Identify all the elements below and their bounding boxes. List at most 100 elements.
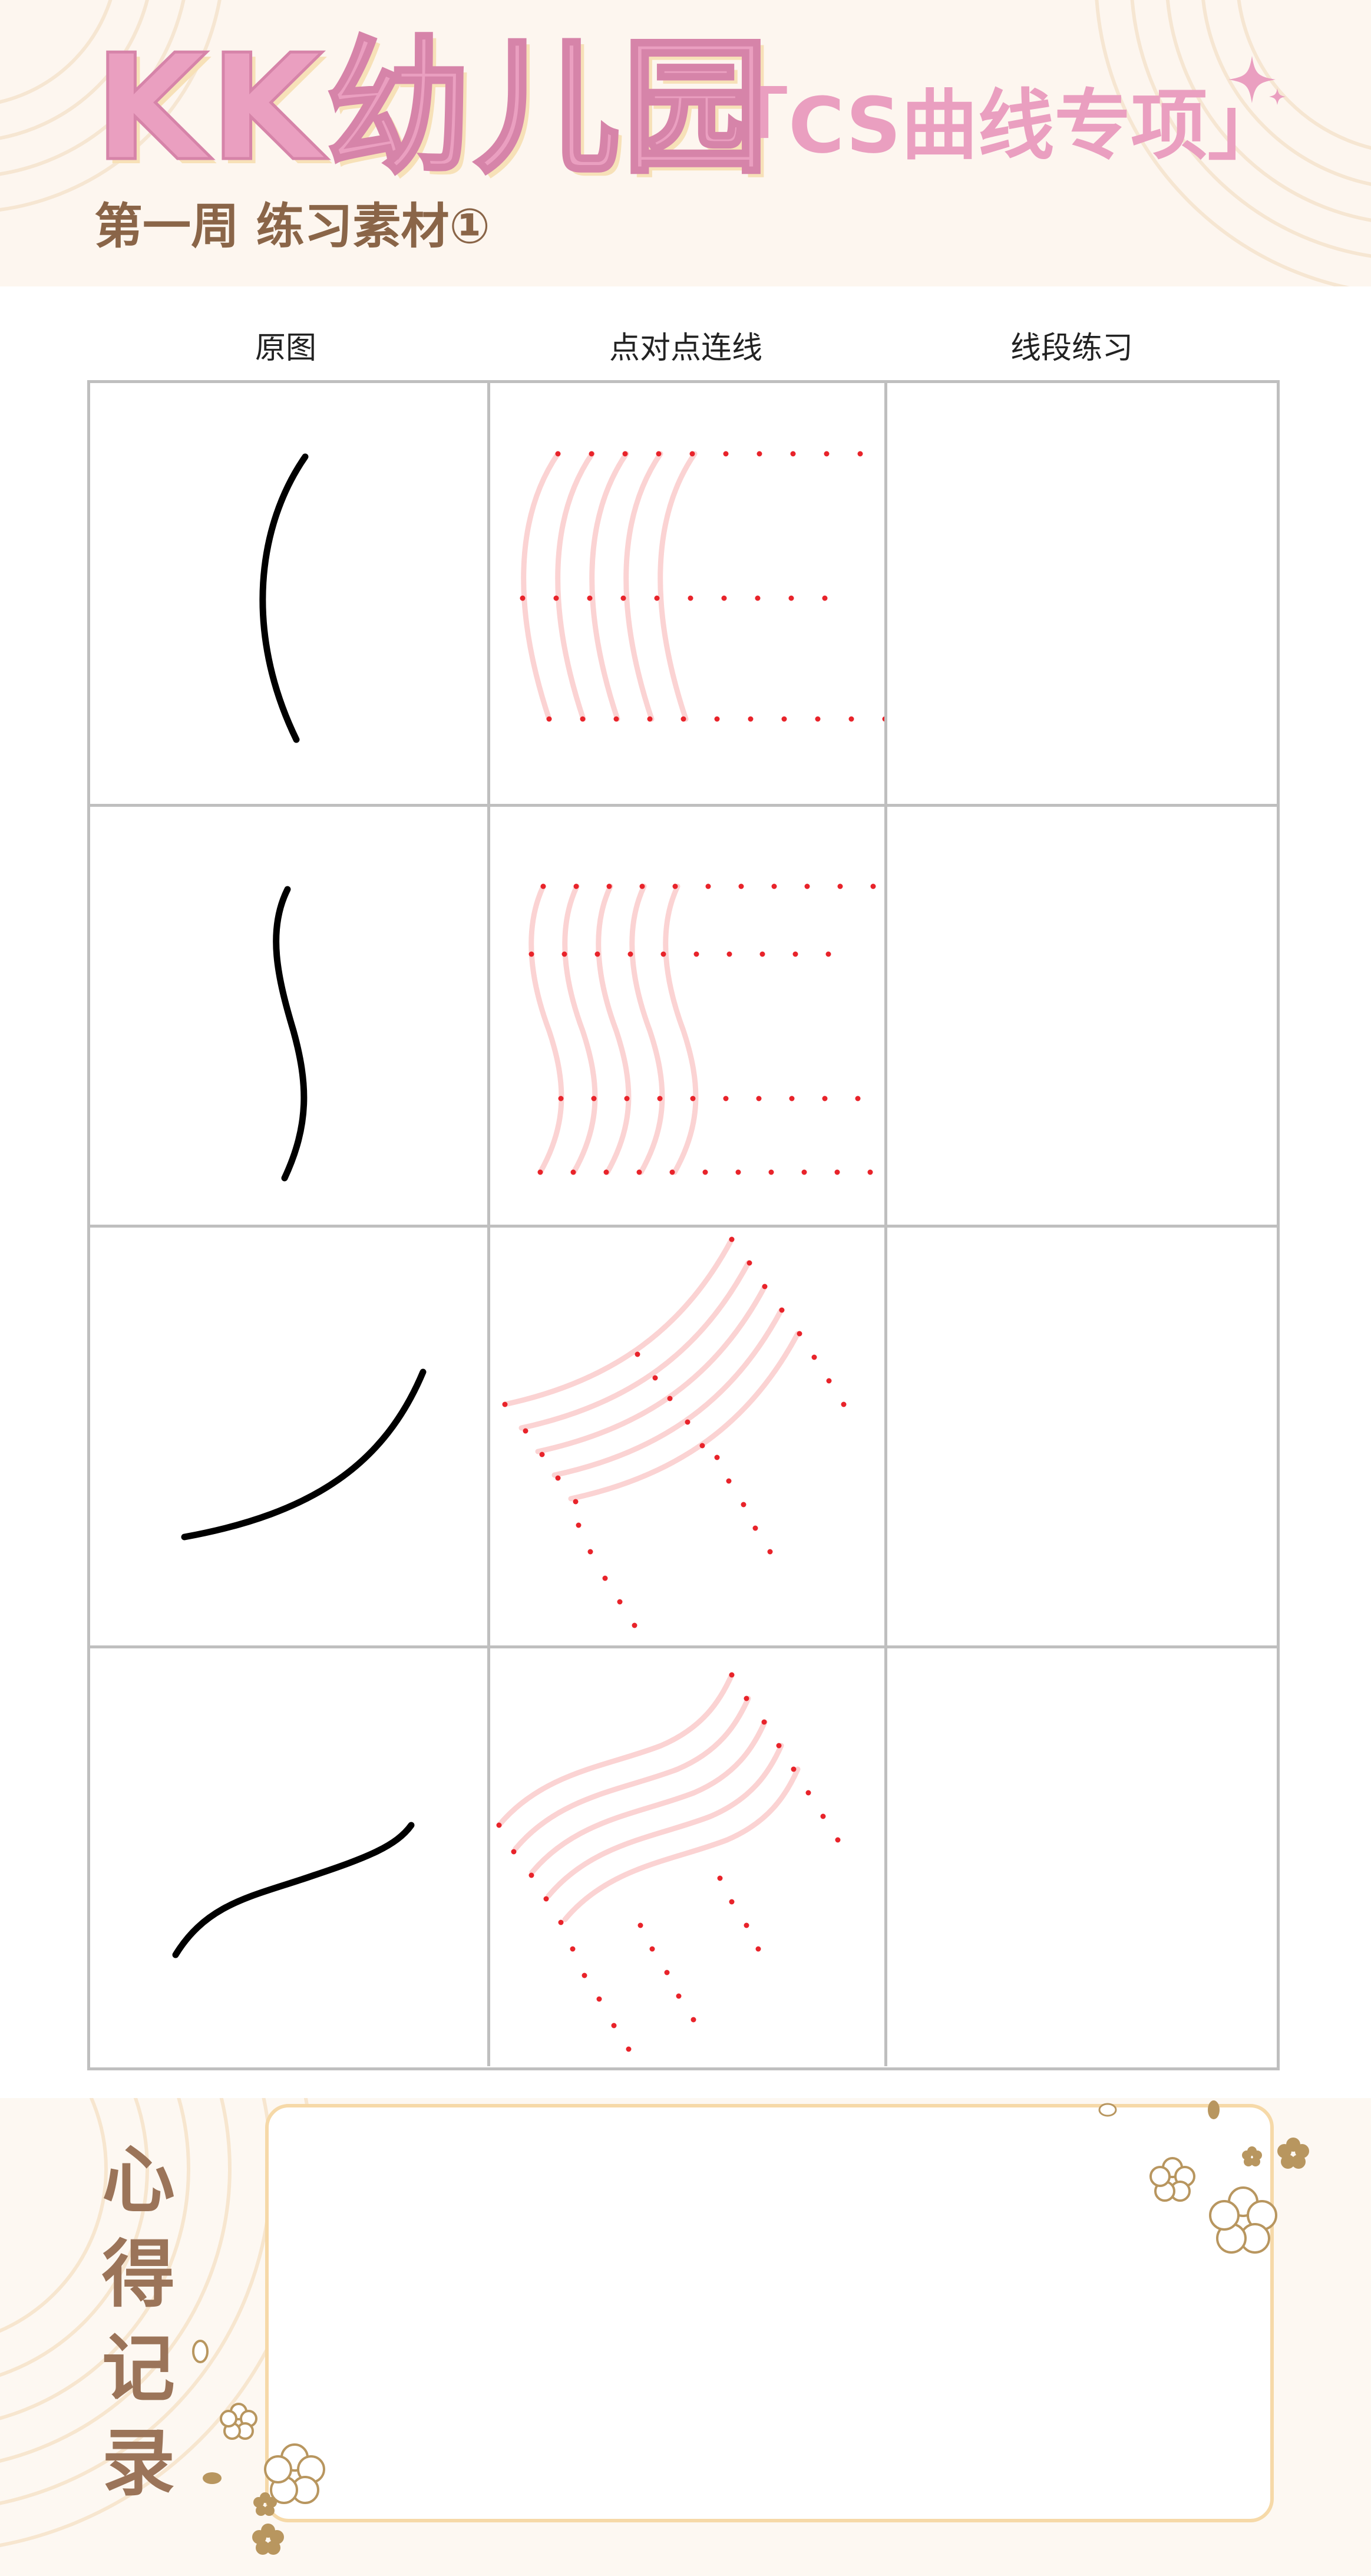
guide-dot: [714, 716, 720, 722]
original-cell: [90, 807, 487, 1225]
practice-cell[interactable]: [884, 383, 1281, 804]
guide-dot: [841, 1401, 847, 1407]
guide-dot: [649, 1946, 655, 1952]
guide-dot: [594, 951, 600, 957]
column-header-dot-to-dot: 点对点连线: [609, 331, 762, 366]
guide-dot: [613, 716, 619, 722]
guide-dot: [664, 1970, 670, 1975]
guide-dot: [606, 883, 612, 889]
guide-dot: [622, 451, 628, 457]
guide-dot: [848, 716, 854, 722]
guide-dot: [705, 883, 711, 889]
guide-dot: [820, 1813, 826, 1819]
guide-dot: [555, 1475, 561, 1481]
practice-grid: [87, 380, 1280, 2070]
guide-curve: [568, 1331, 801, 1502]
original-cell: [90, 1648, 487, 2066]
guide-dot: [691, 2017, 696, 2023]
guide-dot: [596, 1996, 602, 2002]
guide-dot: [652, 1375, 658, 1381]
guide-dot: [723, 1096, 729, 1101]
practice-row-1: [90, 383, 1277, 804]
guide-dot: [528, 1872, 534, 1878]
practice-cell[interactable]: [884, 1648, 1281, 2066]
guide-dot: [626, 2046, 632, 2052]
guide-dot: [721, 595, 727, 601]
guide-dot: [762, 1284, 768, 1289]
flower-cluster-top-right: [1098, 2100, 1309, 2254]
guide-dot: [811, 1354, 817, 1360]
guide-dot: [867, 1169, 873, 1175]
notes-title: 心 得 记 录: [100, 2133, 177, 2511]
dot-to-dot-guide: [520, 451, 887, 722]
guide-dot: [570, 1169, 576, 1175]
guide-dot: [624, 1096, 630, 1101]
dot-to-dot-cell: [487, 383, 887, 804]
column-header-line-practice: 线段练习: [1010, 331, 1133, 366]
guide-dot: [771, 883, 777, 889]
guide-curve: [562, 1766, 801, 1922]
guide-dot: [632, 1622, 637, 1628]
guide-dot: [791, 1766, 797, 1772]
guide-dot: [825, 951, 831, 957]
guide-dot: [620, 595, 626, 601]
guide-dot: [688, 595, 693, 601]
guide-curve: [496, 1672, 735, 1828]
guide-dot: [702, 1169, 708, 1175]
guide-dot: [636, 1169, 642, 1175]
guide-dot: [855, 1096, 861, 1101]
guide-dot: [714, 1454, 720, 1460]
guide-dot: [755, 1946, 761, 1952]
notes-writing-box[interactable]: [265, 2104, 1274, 2522]
guide-curve: [658, 451, 698, 722]
guide-dot: [580, 716, 586, 722]
guide-dot: [654, 595, 660, 601]
practice-cell[interactable]: [884, 1228, 1281, 1645]
guide-dot: [834, 1169, 840, 1175]
guide-dot: [729, 1672, 735, 1678]
guide-curve: [629, 883, 665, 1175]
guide-dot: [870, 883, 876, 889]
guide-dot: [781, 716, 787, 722]
guide-dot: [826, 1378, 832, 1384]
guide-dot: [693, 951, 699, 957]
guide-dot: [755, 595, 761, 601]
notes-title-char: 记: [101, 2327, 175, 2412]
guide-dot: [690, 1096, 696, 1101]
guide-curve: [513, 1696, 751, 1852]
notes-title-char: 录: [101, 2421, 175, 2506]
original-cell: [90, 383, 487, 804]
guide-curve: [663, 883, 699, 1175]
guide-dot: [591, 1096, 597, 1101]
guide-dot: [637, 1922, 643, 1928]
guide-dot: [699, 1443, 705, 1449]
guide-curve: [562, 883, 598, 1175]
guide-dot: [746, 1260, 752, 1266]
guide-dot: [857, 451, 863, 457]
guide-dot: [744, 1696, 749, 1701]
guide-dot: [546, 716, 552, 722]
guide-dot: [835, 1837, 841, 1843]
practice-cell[interactable]: [884, 807, 1281, 1225]
guide-curve: [623, 451, 663, 722]
guide-dot: [647, 716, 653, 722]
guide-dot: [689, 451, 695, 457]
guide-dot: [805, 1790, 811, 1796]
guide-dot: [729, 1236, 735, 1242]
guide-dot: [761, 1719, 767, 1725]
week-label: 第一周 练习素材①: [94, 199, 490, 255]
guide-dot: [539, 1452, 545, 1457]
guide-curve: [546, 1743, 784, 1899]
guide-curve: [551, 1307, 784, 1478]
guide-dot: [561, 951, 567, 957]
guide-dot: [723, 451, 729, 457]
guide-curve: [535, 1284, 768, 1454]
guide-dot: [756, 1096, 762, 1101]
guide-dot: [756, 451, 762, 457]
guide-dot: [639, 883, 645, 889]
guide-dot: [617, 1599, 623, 1605]
guide-dot: [573, 883, 579, 889]
guide-dot: [603, 1169, 609, 1175]
guide-dot: [587, 595, 593, 601]
